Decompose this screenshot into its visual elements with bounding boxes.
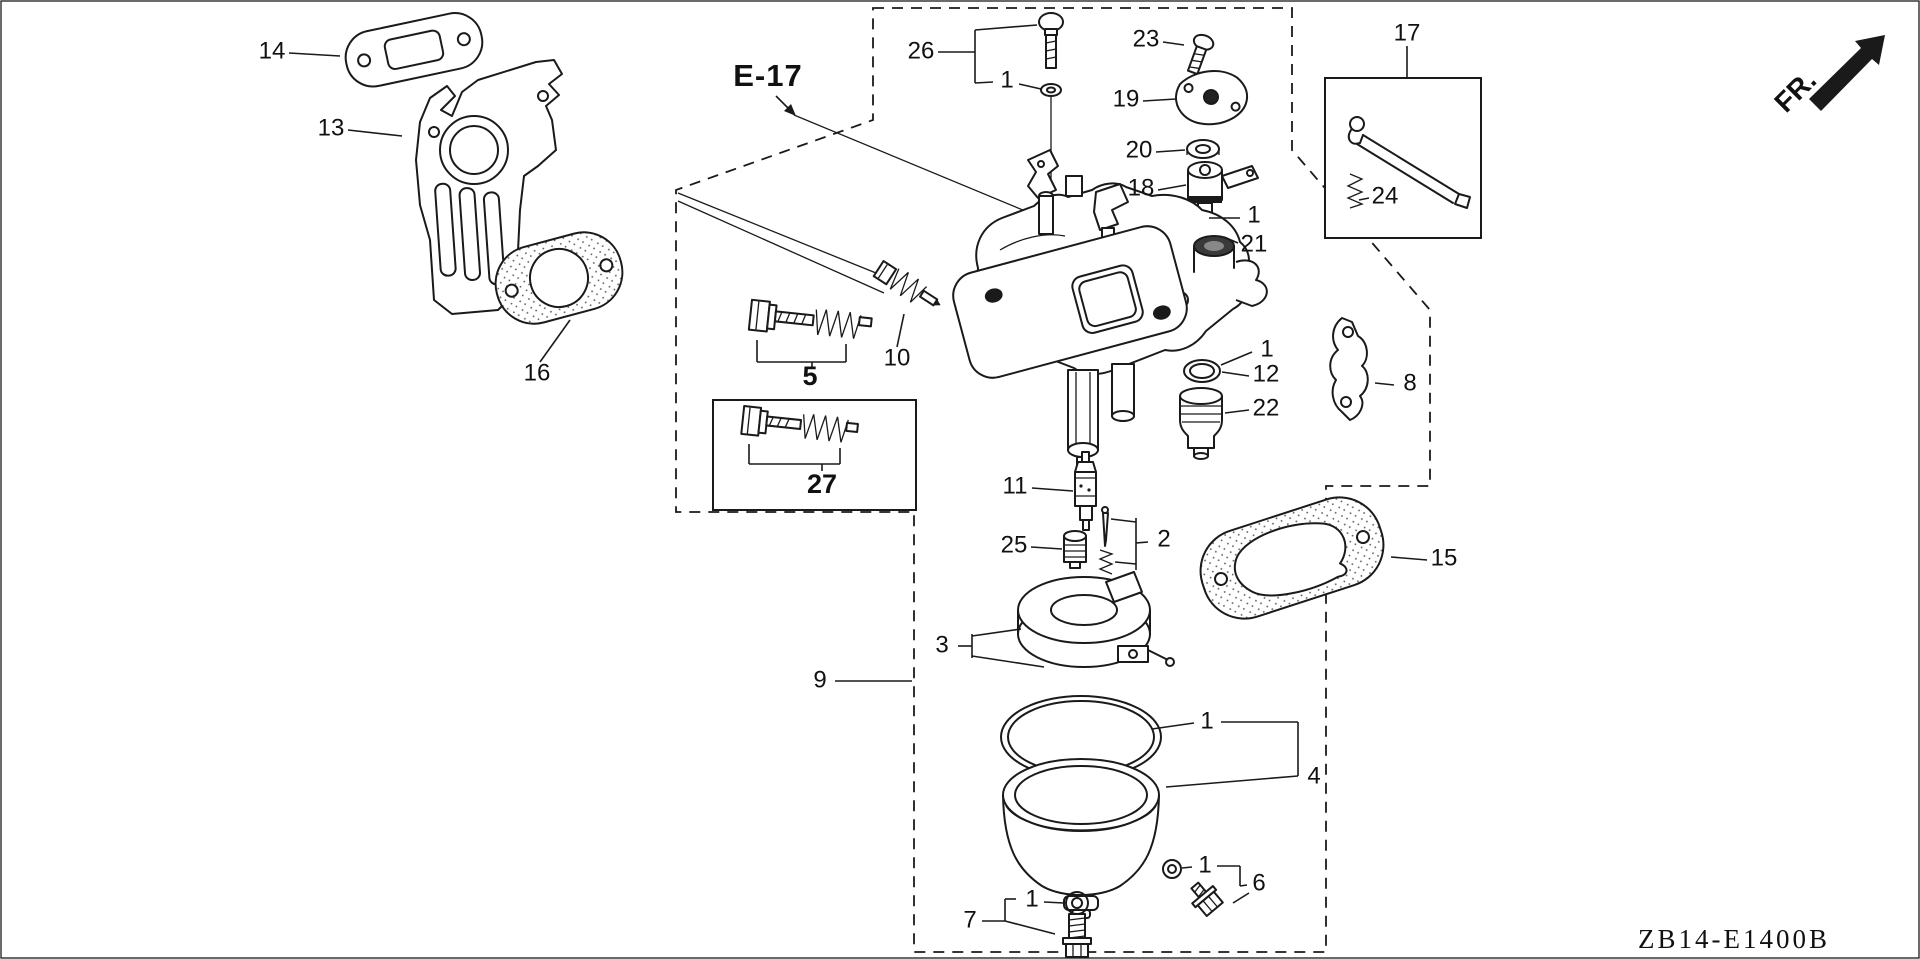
- callout-1-d: 1: [1200, 707, 1213, 734]
- part-16-gasket: [494, 231, 624, 325]
- callout-19: 19: [1113, 85, 1140, 112]
- part-2-needle-set: [1098, 506, 1114, 575]
- callout-4: 4: [1307, 762, 1320, 789]
- callout-2: 2: [1157, 525, 1170, 552]
- part-19-cover: [1175, 70, 1249, 126]
- part-27-screw-spring: [740, 405, 859, 443]
- callout-27: 27: [807, 469, 837, 499]
- part-3-float: [1017, 571, 1175, 668]
- callout-1-c: 1: [1260, 335, 1273, 362]
- callout-16: 16: [524, 359, 551, 386]
- fr-direction-arrow: FR.: [1768, 35, 1885, 118]
- view-ref-label: E-17: [733, 58, 802, 93]
- callout-25: 25: [1001, 531, 1028, 558]
- callout-5: 5: [802, 361, 817, 391]
- drawing-code: ZB14-E1400B: [1638, 924, 1830, 954]
- part-20-nut: [1186, 139, 1220, 159]
- detail-box-27: [712, 399, 917, 511]
- part-23-screw: [1186, 33, 1215, 76]
- part-22-jet-holder: [1179, 387, 1223, 460]
- fuel-inlet: [1193, 235, 1268, 307]
- part-18-valve: [1187, 161, 1259, 214]
- callout-labels: 14 13 16 26 1 23 19 20 18 1 21 17 24 5 1…: [259, 19, 1458, 933]
- part-12-oring: [1183, 359, 1221, 383]
- part-5-screw-spring: [747, 298, 873, 339]
- part-10-pilot-screw: [872, 260, 941, 307]
- fr-label: FR.: [1768, 64, 1822, 118]
- callout-1-b: 1: [1247, 201, 1260, 228]
- callout-11: 11: [1003, 472, 1028, 499]
- fr-arrow-icon: [1809, 35, 1885, 111]
- carburetor-body: [952, 149, 1268, 474]
- part-14-gasket: [344, 12, 484, 88]
- callout-12: 12: [1253, 360, 1280, 387]
- leader-lines: [288, 24, 1428, 935]
- callout-20: 20: [1126, 136, 1153, 163]
- callout-18: 18: [1128, 174, 1155, 201]
- part-7-bowl-bolt: [1062, 891, 1092, 958]
- part-24-spring: [1346, 173, 1364, 209]
- callout-23: 23: [1133, 25, 1160, 52]
- callout-21: 21: [1241, 230, 1268, 257]
- callout-15: 15: [1431, 544, 1458, 571]
- part-15-gasket: [1199, 496, 1385, 620]
- part-11-main-nozzle: [1074, 451, 1097, 531]
- callout-10: 10: [884, 344, 911, 371]
- callout-8: 8: [1403, 369, 1416, 396]
- callout-9: 9: [813, 666, 826, 693]
- part-17-choke-rod: [1347, 116, 1471, 209]
- view-reference: E-17: [733, 58, 802, 116]
- part-13-insulator-plate: [415, 59, 563, 315]
- part-25-pilot-jet: [1063, 530, 1087, 569]
- callout-22: 22: [1253, 394, 1280, 421]
- part-8-lever: [1329, 317, 1369, 421]
- callout-1-f: 1: [1025, 885, 1038, 912]
- callout-17: 17: [1394, 19, 1421, 46]
- assembly-boundary: [675, 7, 1431, 953]
- callout-14: 14: [259, 37, 286, 64]
- part-26-screw-set: [1038, 12, 1064, 97]
- callout-24: 24: [1372, 182, 1399, 209]
- callout-13: 13: [318, 114, 345, 141]
- callout-3: 3: [935, 631, 948, 658]
- callout-7: 7: [963, 906, 976, 933]
- callout-1-a: 1: [1000, 66, 1013, 93]
- part-6-drain-screw: [1162, 859, 1224, 918]
- detail-box-17: [1324, 77, 1482, 239]
- callout-26: 26: [908, 37, 935, 64]
- callout-1-e: 1: [1198, 851, 1211, 878]
- callout-6: 6: [1252, 869, 1265, 896]
